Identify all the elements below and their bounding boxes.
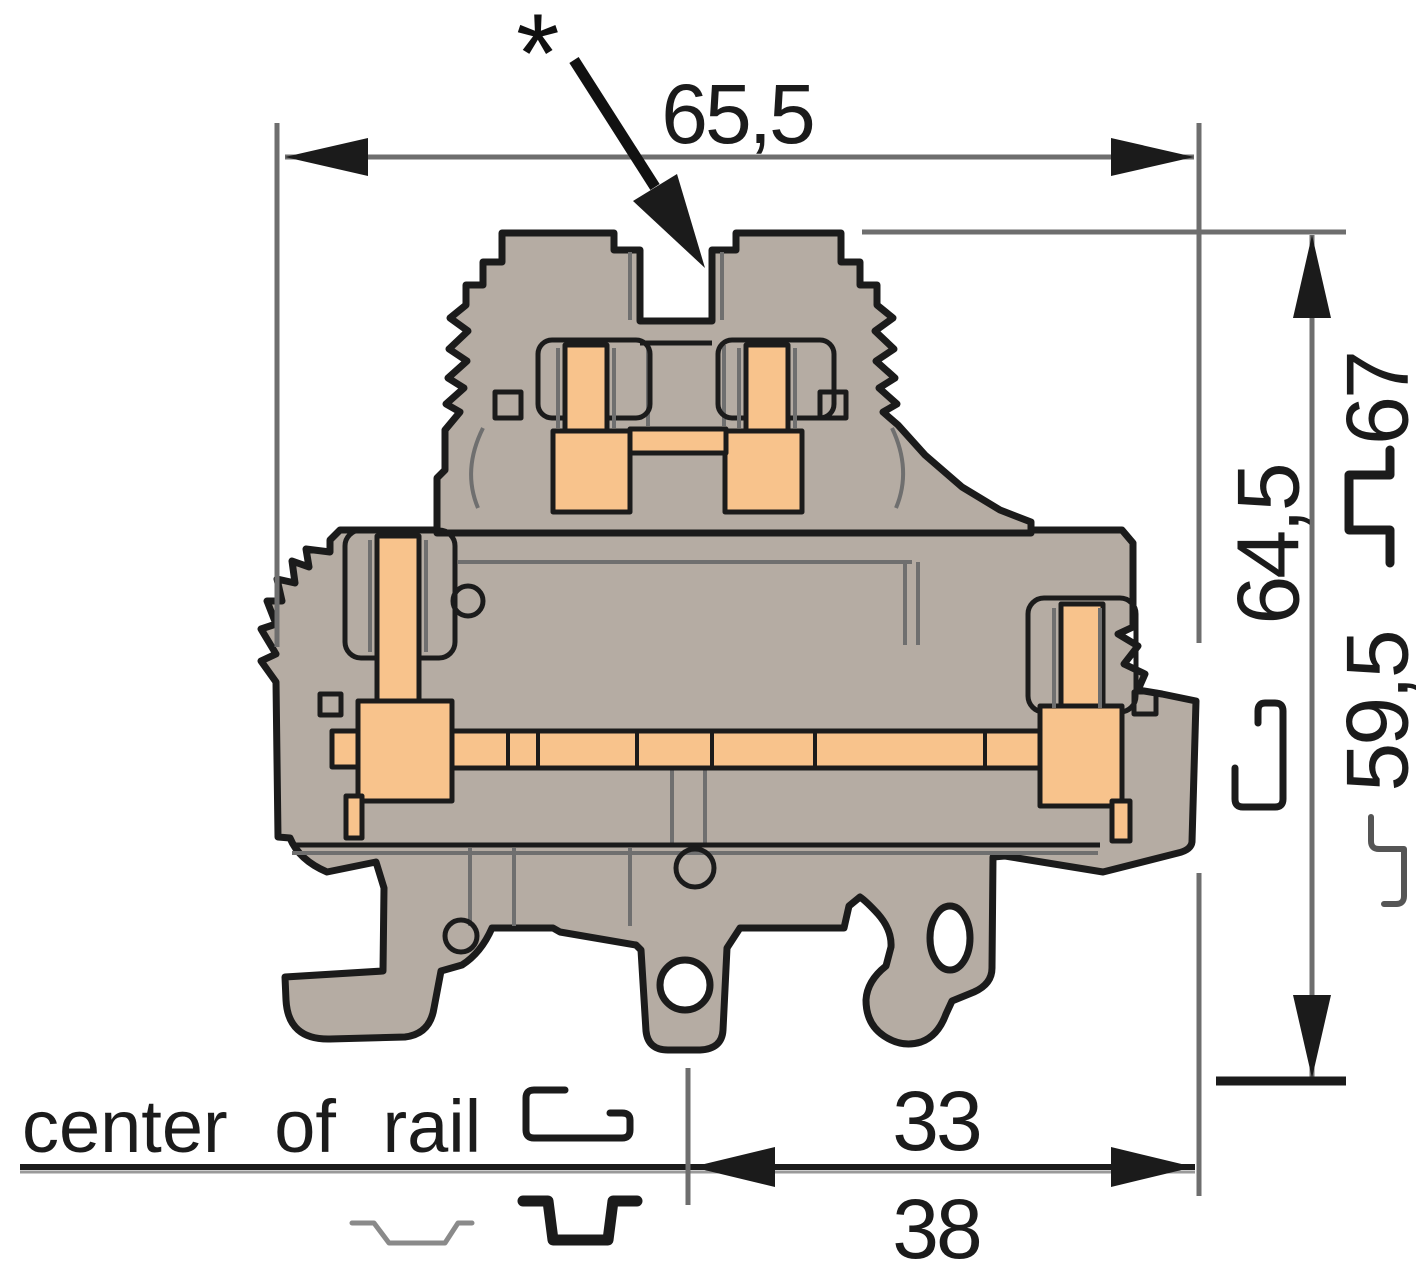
asterisk-label: * [516,0,560,116]
vent-hole-upper [450,583,486,619]
lower-left-clamp [355,698,455,804]
upper-link-bar [627,426,729,456]
top-hat-rail-icon [1344,445,1395,568]
label-width-65-5: 65,5 [661,67,813,161]
copper-parts [329,342,1133,844]
foot-hole [656,956,714,1014]
upper-left-screw [562,342,610,434]
dimension-labels: 65,5 33 38 67 64,5 59,5 center of rail [22,67,1416,1276]
callout-arrowhead [633,174,705,268]
vent-hole-center [673,846,717,890]
label-height-59-5: 59,5 [1328,632,1416,791]
label-height-64-5: 64,5 [1219,465,1318,624]
asterisk-callout: * [516,0,705,268]
housing-holes [442,583,974,1014]
upper-left-clamp [550,428,633,515]
lower-left-stub [329,728,361,770]
lower-left-tail [343,793,365,841]
lower-right-tail [1109,798,1133,844]
g-rail-side-icon [1231,699,1287,811]
busbar-dividers [506,733,987,766]
label-center-of-rail: center of rail [22,1085,481,1168]
label-height-67: 67 [1328,353,1416,445]
clip-hole [926,902,974,974]
rail-profile-icons [349,445,1407,1246]
label-offset-38: 38 [892,1182,980,1276]
dimension-lines [20,123,1346,1205]
rail-step-icon [1368,814,1407,907]
label-offset-33: 33 [892,1074,980,1168]
busbar [449,728,1043,771]
lower-right-clamp [1037,703,1125,809]
upper-right-screw [743,342,791,434]
lower-right-screw [1058,601,1106,715]
housing-inner-lines [292,252,1159,926]
top-hat-rail-thin-icon [349,1220,475,1246]
screw-side-plates [368,348,1102,708]
top-hat-rail-bold-icon [517,1195,643,1246]
lower-left-screw [374,533,422,704]
upper-right-clamp [722,428,805,515]
g-rail-profile-icon [522,1086,634,1142]
callout-arrow-icon [569,57,660,190]
vent-hole-left [442,917,480,955]
